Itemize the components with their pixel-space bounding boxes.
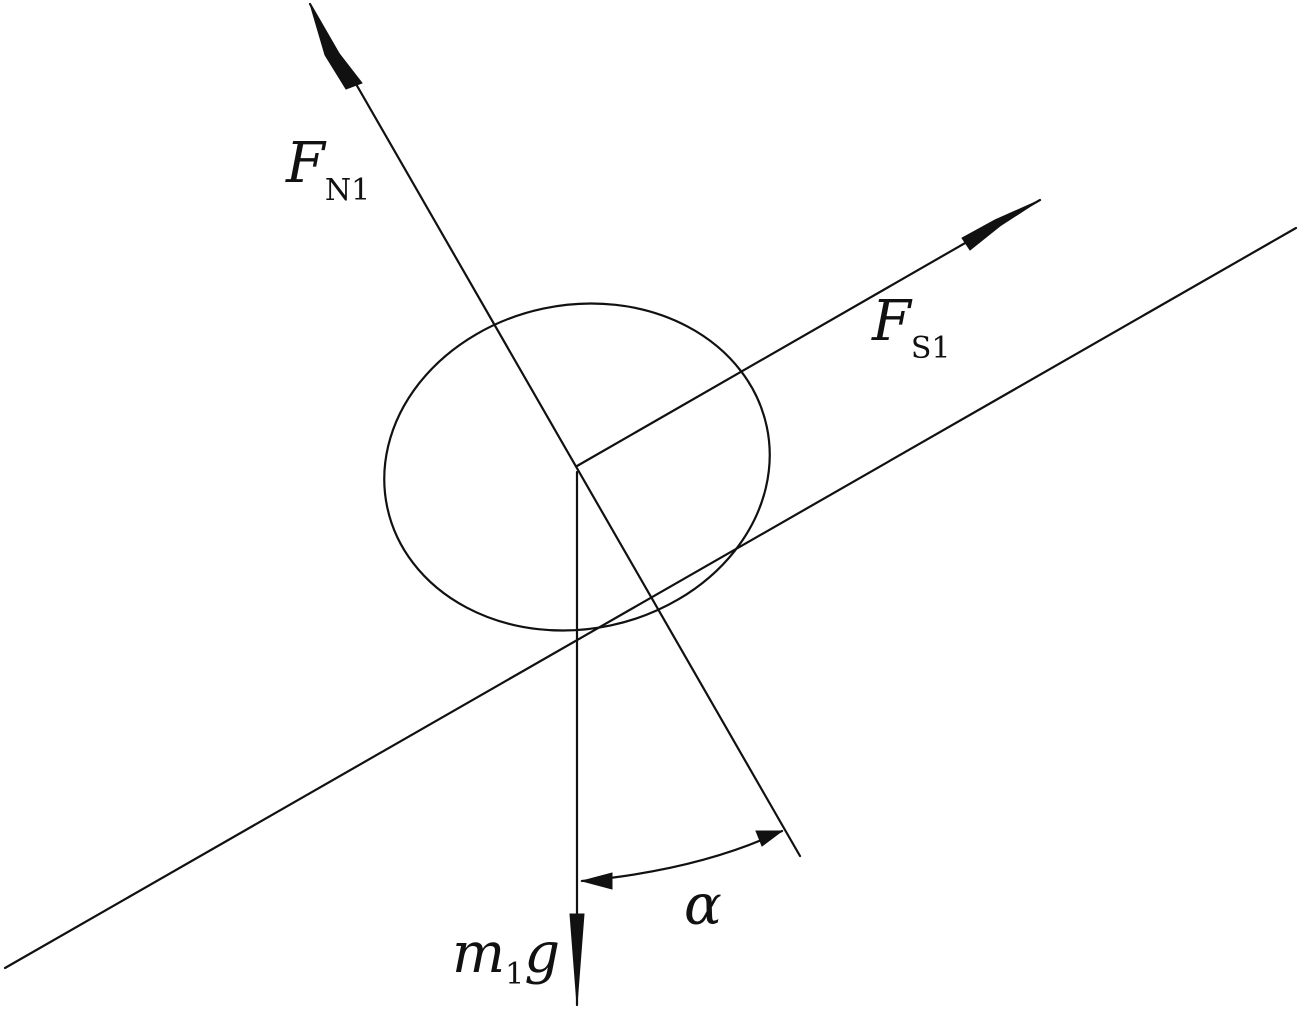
- gravity-label: m1g: [452, 921, 560, 992]
- friction-force-line: [575, 198, 1042, 468]
- normal-force-label: FN1: [285, 131, 370, 208]
- gravity-arrowhead: [569, 913, 585, 1006]
- normal-force-arrowhead: [309, 3, 363, 90]
- normal-force-line: [308, 2, 802, 858]
- ball-outline: [383, 302, 771, 632]
- angle-arrowhead-left: [580, 872, 613, 890]
- angle-label: α: [684, 873, 722, 938]
- friction-force-label: FS1: [871, 289, 951, 366]
- angle-arrowhead-right: [755, 830, 784, 847]
- friction-force-arrowhead: [961, 199, 1041, 251]
